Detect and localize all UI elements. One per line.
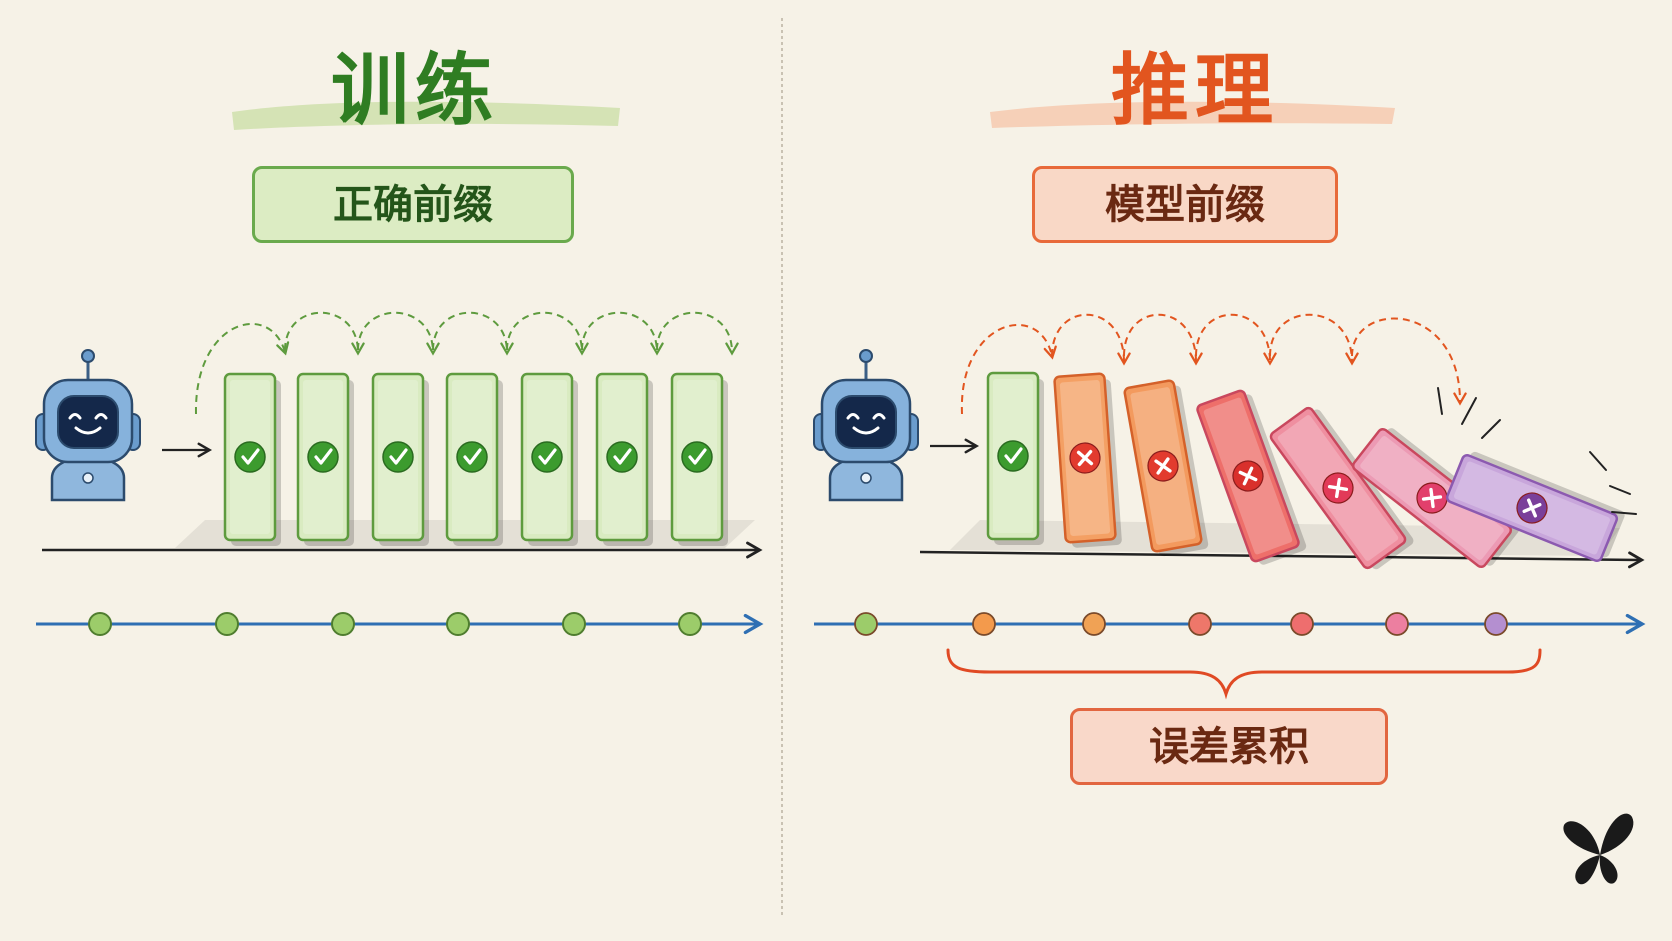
impact-line [1481, 419, 1501, 439]
cross-icon [1416, 482, 1448, 514]
dependency-arrow [960, 323, 1057, 415]
inference-title: 推理 [1110, 46, 1279, 136]
timeline-node [1188, 612, 1212, 636]
timeline-node [215, 612, 239, 636]
dependency-arrow [194, 322, 290, 415]
dependency-arrow [432, 311, 514, 356]
check-icon [307, 441, 339, 473]
butterfly-logo [1563, 813, 1634, 885]
domino-card [1269, 406, 1414, 570]
dependency-arrow [284, 311, 365, 356]
domino-card [1123, 379, 1209, 557]
title-brush-stroke [990, 101, 1395, 128]
domino-card [1445, 451, 1625, 563]
domino-card [1053, 372, 1122, 548]
check-icon [234, 441, 266, 473]
domino-card [371, 372, 429, 546]
timeline-node [1484, 612, 1508, 636]
cross-icon [1322, 472, 1354, 504]
check-icon [681, 441, 713, 473]
title-brush-stroke [232, 101, 620, 130]
check-icon [606, 441, 638, 473]
dependency-arrow [357, 311, 440, 356]
dependency-arrow [656, 311, 739, 356]
baseline-axis [919, 550, 1645, 569]
dependency-arrow [581, 311, 664, 356]
impact-line [1437, 387, 1443, 415]
impact-line [1589, 451, 1607, 471]
dependency-arrow [506, 311, 589, 356]
timeline-node [972, 612, 996, 636]
robot-icon [813, 349, 919, 502]
cross-icon [1147, 450, 1179, 482]
impact-line [1609, 485, 1631, 495]
dependency-arrow [1195, 313, 1277, 366]
cross-icon [1516, 492, 1548, 524]
impact-line [1461, 397, 1477, 425]
cross-icon [1232, 460, 1264, 492]
timeline-node [854, 612, 878, 636]
check-icon [456, 441, 488, 473]
domino-card [1351, 427, 1520, 569]
domino-card [445, 372, 503, 546]
timeline-node [678, 612, 702, 636]
check-icon [531, 441, 563, 473]
domino-card [296, 372, 354, 546]
dependency-arrow [1269, 313, 1359, 366]
impact-line [1611, 511, 1637, 515]
domino-card [223, 372, 281, 546]
correct-prefix-badge: 正确前缀 [252, 166, 574, 243]
dependency-arrow [1351, 317, 1467, 406]
domino-card [986, 371, 1044, 545]
timeline-node [1290, 612, 1314, 636]
check-icon [997, 440, 1029, 472]
timeline-node [446, 612, 470, 636]
domino-card [520, 372, 578, 546]
dependency-arrow [1051, 313, 1131, 366]
domino-card [1196, 389, 1307, 565]
timeline-node [1082, 612, 1106, 636]
cross-icon [1069, 442, 1101, 474]
timeline-node [562, 612, 586, 636]
curly-brace-icon [946, 648, 1542, 700]
dependency-arrow [1123, 313, 1203, 366]
error-accumulation-badge: 误差累积 [1070, 708, 1388, 785]
domino-card [670, 372, 728, 546]
model-prefix-badge: 模型前缀 [1032, 166, 1338, 243]
robot-icon [35, 349, 141, 502]
training-title: 训练 [330, 46, 499, 136]
domino-card [595, 372, 653, 546]
timeline-node [331, 612, 355, 636]
check-icon [382, 441, 414, 473]
timeline-node [1385, 612, 1409, 636]
timeline-node [88, 612, 112, 636]
